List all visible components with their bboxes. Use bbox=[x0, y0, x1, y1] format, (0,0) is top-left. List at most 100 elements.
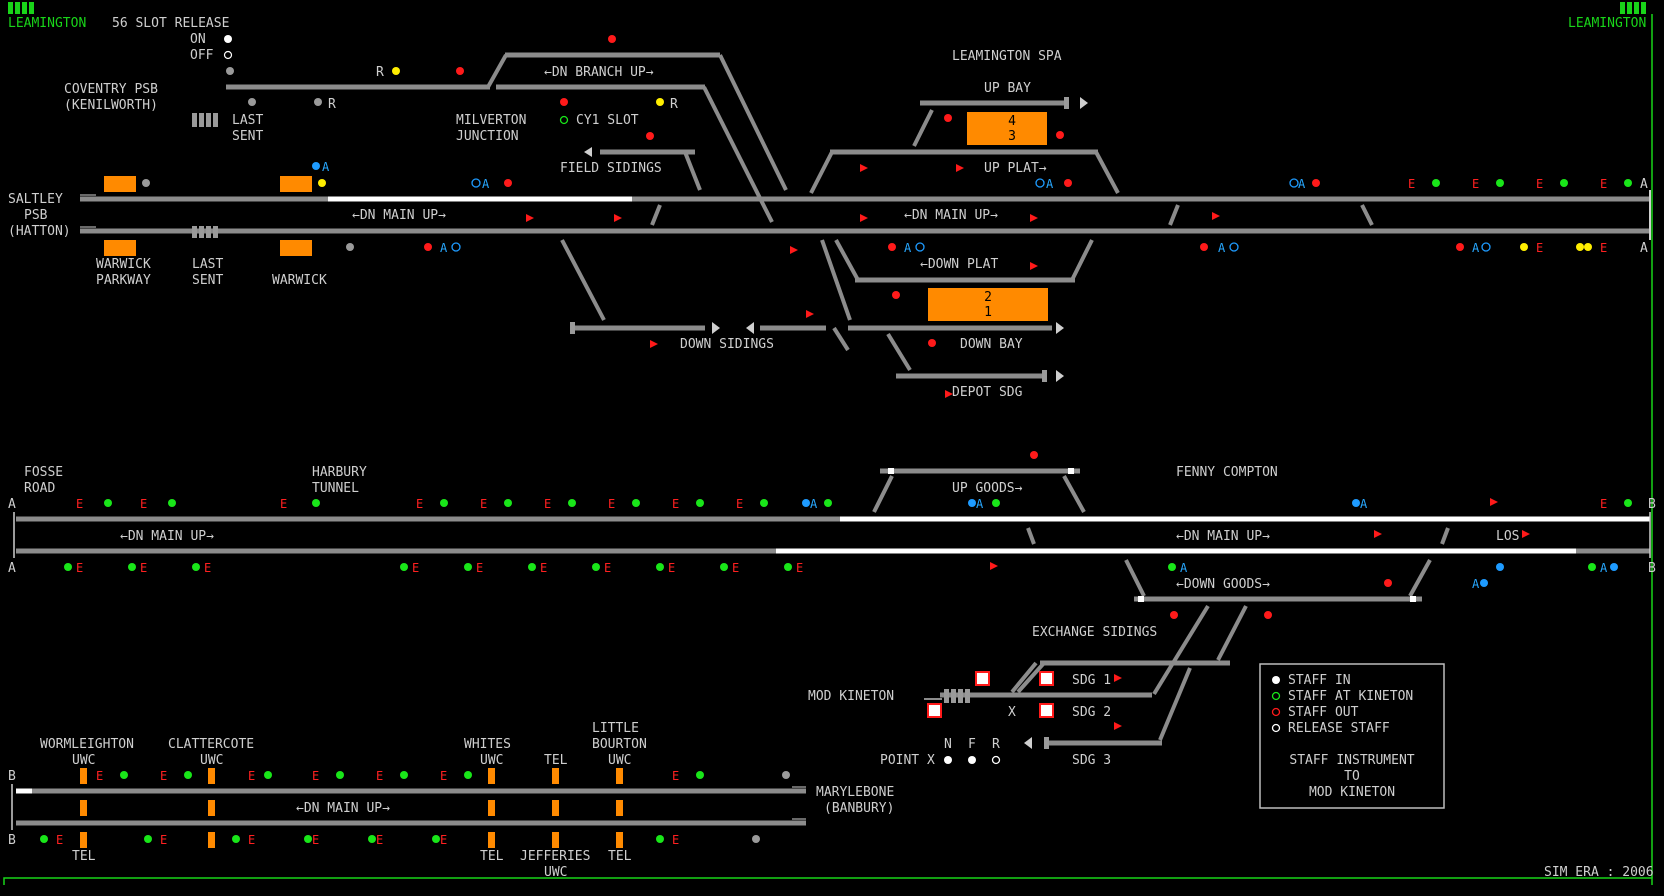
svg-text:E: E bbox=[248, 769, 255, 783]
kineton-staff-button-1[interactable] bbox=[975, 671, 990, 686]
up-bay-diag[interactable] bbox=[912, 109, 934, 147]
svg-text:E: E bbox=[1472, 177, 1479, 191]
sdg2-button[interactable] bbox=[1039, 703, 1054, 718]
area-marker-left bbox=[8, 2, 34, 14]
marylebone-label: MARYLEBONE bbox=[816, 785, 894, 800]
legend-instr-2: TO bbox=[1344, 769, 1360, 784]
legend-staff-in: STAFF IN bbox=[1288, 673, 1351, 688]
svg-text:E: E bbox=[416, 497, 423, 511]
area-left-label: LEAMINGTON bbox=[8, 16, 86, 31]
middle-signals[interactable] bbox=[64, 451, 1632, 619]
top-signals[interactable]: R R R A A A A A A A A bbox=[142, 35, 1632, 347]
point-f-indicator[interactable] bbox=[968, 756, 976, 764]
svg-text:E: E bbox=[732, 561, 739, 575]
svg-text:E: E bbox=[140, 497, 147, 511]
down-sidings-diag[interactable] bbox=[560, 239, 606, 321]
svg-text:B: B bbox=[1648, 561, 1656, 576]
sdg2-label: SDG 2 bbox=[1072, 705, 1111, 720]
legend-staff-at-kineton: STAFF AT KINETON bbox=[1288, 689, 1413, 704]
svg-text:E: E bbox=[1600, 177, 1607, 191]
field-sidings-label: FIELD SIDINGS bbox=[560, 161, 662, 176]
svg-text:A: A bbox=[1640, 241, 1648, 256]
r-marker-1: R bbox=[376, 65, 384, 80]
svg-text:E: E bbox=[672, 833, 679, 847]
warwick-parkway-label: WARWICK bbox=[96, 257, 151, 272]
sdg1-button[interactable] bbox=[1039, 671, 1054, 686]
svg-text:E: E bbox=[480, 497, 487, 511]
fosse-road-label: FOSSE bbox=[24, 465, 63, 480]
berth-up-bay[interactable] bbox=[967, 112, 1047, 145]
bottom-signals[interactable] bbox=[40, 771, 790, 843]
svg-text:E: E bbox=[312, 833, 319, 847]
dn-main-up-label-4: ←DN MAIN UP→ bbox=[1176, 529, 1270, 544]
hatton-label: (HATTON) bbox=[8, 224, 71, 239]
berth-down-plat[interactable] bbox=[928, 288, 1048, 321]
cy1-slot-indicator[interactable] bbox=[559, 115, 569, 125]
whites-label: WHITES bbox=[464, 737, 511, 752]
last-sent-bot-label: LAST bbox=[192, 257, 223, 272]
branch-diag-1[interactable] bbox=[718, 54, 788, 191]
coventry-psb-label: COVENTRY PSB bbox=[64, 82, 158, 97]
svg-text:E: E bbox=[96, 769, 103, 783]
last-sent-top-label: LAST bbox=[232, 113, 263, 128]
legend-release-staff: RELEASE STAFF bbox=[1288, 721, 1390, 736]
legend-instr-1: STAFF INSTRUMENT bbox=[1289, 753, 1414, 768]
dn-main-up-label-2: ←DN MAIN UP→ bbox=[904, 208, 998, 223]
r-marker-2: R bbox=[328, 97, 336, 112]
legend-staff-out: STAFF OUT bbox=[1288, 705, 1359, 720]
tel-bottom-3: TEL bbox=[608, 849, 632, 864]
svg-text:E: E bbox=[412, 561, 419, 575]
svg-text:E: E bbox=[736, 497, 743, 511]
on-label: ON bbox=[190, 32, 206, 47]
off-label: OFF bbox=[190, 48, 214, 63]
los-label: LOS bbox=[1496, 529, 1519, 544]
milverton-junction-label: JUNCTION bbox=[456, 129, 519, 144]
berth-warwick-parkway[interactable] bbox=[104, 240, 136, 256]
down-plat-diag-west[interactable] bbox=[834, 239, 860, 281]
svg-text:A: A bbox=[810, 497, 818, 511]
kineton-staff-button-2[interactable] bbox=[927, 703, 942, 718]
svg-text:E: E bbox=[672, 769, 679, 783]
wormleighton-uwc-label: UWC bbox=[72, 753, 95, 768]
field-sidings-diag[interactable] bbox=[683, 151, 702, 191]
last-sent-bot-label-2: SENT bbox=[192, 273, 223, 288]
svg-text:A: A bbox=[1640, 177, 1648, 192]
down-sidings-label: DOWN SIDINGS bbox=[680, 337, 774, 352]
mod-kineton-label: MOD KINETON bbox=[808, 689, 894, 704]
svg-text:E: E bbox=[280, 497, 287, 511]
berth-saltley[interactable] bbox=[104, 176, 136, 192]
down-plat-diag-east[interactable] bbox=[1070, 239, 1094, 281]
legend-instr-3: MOD KINETON bbox=[1309, 785, 1395, 800]
dn-branch-up-label: ←DN BRANCH UP→ bbox=[544, 65, 654, 80]
svg-text:A: A bbox=[1046, 177, 1054, 191]
svg-text:E: E bbox=[476, 561, 483, 575]
svg-text:A: A bbox=[1600, 561, 1608, 575]
up-plat-diag-west[interactable] bbox=[809, 151, 834, 194]
fenny-compton-label: FENNY COMPTON bbox=[1176, 465, 1278, 480]
point-r-indicator[interactable] bbox=[991, 755, 1001, 765]
tel-bottom-1: TEL bbox=[72, 849, 96, 864]
little-bourton-uwc-label: UWC bbox=[608, 753, 631, 768]
svg-text:E: E bbox=[604, 561, 611, 575]
svg-text:E: E bbox=[672, 497, 679, 511]
berth-warwick-down[interactable] bbox=[280, 240, 312, 256]
little-bourton-label: LITTLE bbox=[592, 721, 639, 736]
banbury-label: (BANBURY) bbox=[824, 801, 894, 816]
saltley-psb-label: PSB bbox=[24, 208, 48, 223]
svg-text:A: A bbox=[1472, 241, 1480, 255]
clattercote-label: CLATTERCOTE bbox=[168, 737, 254, 752]
up-plat-diag-east[interactable] bbox=[1094, 151, 1120, 194]
branch-crossover[interactable] bbox=[486, 54, 508, 88]
slot-release-label: 56 SLOT RELEASE bbox=[112, 16, 229, 31]
svg-text:E: E bbox=[1536, 241, 1543, 255]
berth-warwick-up[interactable] bbox=[280, 176, 312, 192]
point-n-indicator[interactable] bbox=[944, 756, 952, 764]
svg-text:E: E bbox=[796, 561, 803, 575]
point-f-label: F bbox=[968, 737, 976, 752]
top-ground-signals[interactable] bbox=[526, 164, 1220, 398]
x-label: X bbox=[1008, 705, 1016, 720]
svg-text:A: A bbox=[976, 497, 984, 511]
dn-main-up-label-1: ←DN MAIN UP→ bbox=[352, 208, 446, 223]
svg-text:E: E bbox=[312, 769, 319, 783]
